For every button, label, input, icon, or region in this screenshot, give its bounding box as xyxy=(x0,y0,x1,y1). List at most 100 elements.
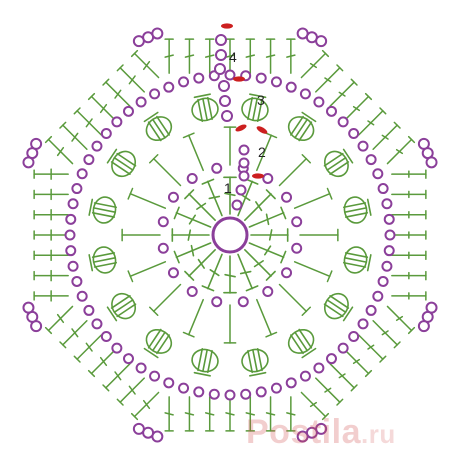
chain-r3 xyxy=(384,229,396,241)
chain-r2 xyxy=(262,172,274,184)
double-crochet-r3 xyxy=(121,228,161,242)
chain-r3 xyxy=(163,377,175,389)
double-crochet-r3 xyxy=(278,153,312,187)
puff-line xyxy=(91,211,116,218)
chain-r3 xyxy=(326,353,338,365)
double-crochet-r3 xyxy=(293,187,333,209)
dc-cross xyxy=(56,146,65,157)
dc-top xyxy=(87,369,96,378)
dc-top xyxy=(130,49,139,58)
dc-top xyxy=(336,64,344,72)
double-crochet-r1 xyxy=(201,253,223,292)
dc-top xyxy=(379,107,387,115)
puff-line xyxy=(290,115,304,136)
dc-cross xyxy=(338,91,346,97)
dc-stem xyxy=(129,192,167,209)
puff-stitch xyxy=(241,93,269,123)
dc-top xyxy=(148,306,159,317)
double-crochet-r4 xyxy=(300,49,330,79)
chain-r2 xyxy=(211,296,223,308)
double-crochet-r3 xyxy=(148,283,182,317)
chain-corner xyxy=(296,430,309,443)
chain-corner xyxy=(22,301,35,314)
chain-r3 xyxy=(67,260,79,272)
dc-cross xyxy=(164,412,174,416)
chain-r3 xyxy=(383,245,395,257)
chain-start xyxy=(221,110,233,122)
slip-stitch-marker xyxy=(221,23,233,29)
puff-line xyxy=(329,161,350,175)
chain-r3 xyxy=(372,290,384,302)
dc-top xyxy=(127,270,134,283)
dc-cross xyxy=(265,213,270,226)
double-crochet-r4 xyxy=(33,188,69,201)
dc-cross xyxy=(255,201,263,212)
double-crochet-r3 xyxy=(182,132,204,172)
chain-r3 xyxy=(111,342,123,354)
puff-line xyxy=(116,152,137,167)
dc-top xyxy=(326,187,333,200)
puff-top xyxy=(143,347,159,359)
dc-top xyxy=(102,78,110,86)
chain-r3 xyxy=(255,72,267,84)
dc-stem xyxy=(244,249,272,277)
puff-stitch xyxy=(191,93,219,123)
chain-r3 xyxy=(193,386,205,398)
dc-cross xyxy=(190,244,195,257)
double-crochet-r3 xyxy=(223,126,237,166)
chain-r3 xyxy=(357,318,369,330)
chain-r2 xyxy=(281,191,293,203)
puff-line xyxy=(202,348,208,373)
double-crochet-r3 xyxy=(127,187,167,209)
chain-r3 xyxy=(100,331,112,343)
double-crochet-r1 xyxy=(237,253,259,292)
dc-top xyxy=(280,206,287,220)
puff-top xyxy=(342,148,354,164)
chain-r2 xyxy=(281,267,293,279)
double-crochet-r4 xyxy=(372,320,401,349)
chain-r3 xyxy=(285,81,297,93)
double-crochet-r4 xyxy=(184,38,195,74)
chain-r3 xyxy=(313,362,325,374)
dc-stem xyxy=(175,212,212,228)
chain-r3 xyxy=(76,168,88,180)
chain-r2 xyxy=(291,242,303,254)
puff-line xyxy=(202,97,208,122)
puff-line xyxy=(91,252,116,259)
double-crochet-r4 xyxy=(358,107,387,136)
dc-stem xyxy=(293,261,331,278)
dc-top xyxy=(301,306,312,317)
round-label-3: 3 xyxy=(257,92,265,108)
chain-r3 xyxy=(240,388,252,400)
dc-cross xyxy=(225,54,235,58)
chain-r3 xyxy=(348,127,360,139)
puff-line xyxy=(113,156,134,171)
dc-cross xyxy=(209,269,220,277)
chain-r3 xyxy=(178,76,190,88)
dc-top xyxy=(201,178,215,185)
puff-line xyxy=(294,331,309,352)
chain-r3 xyxy=(381,260,393,272)
puff-line xyxy=(93,202,118,209)
dc-top xyxy=(393,121,401,129)
dc-cross xyxy=(352,105,361,112)
double-crochet-r4 xyxy=(73,107,102,136)
chain-r3 xyxy=(65,213,77,225)
chain-r3 xyxy=(135,362,147,374)
puff-line xyxy=(151,118,166,139)
dc-cross xyxy=(245,412,256,416)
puff-line xyxy=(206,349,213,374)
dc-cross xyxy=(188,214,196,225)
chain-r3 xyxy=(372,168,384,180)
chain-corner xyxy=(425,156,438,169)
double-crochet-r4 xyxy=(265,396,276,432)
chain-r3 xyxy=(270,76,282,88)
double-crochet-r4 xyxy=(329,363,358,392)
double-crochet-r1 xyxy=(173,242,212,264)
chain-corner xyxy=(417,320,430,333)
dc-stem xyxy=(175,242,212,258)
puff-line xyxy=(116,303,137,318)
dc-top xyxy=(116,398,124,406)
puff-top xyxy=(301,347,317,359)
double-crochet-r4 xyxy=(59,320,88,349)
